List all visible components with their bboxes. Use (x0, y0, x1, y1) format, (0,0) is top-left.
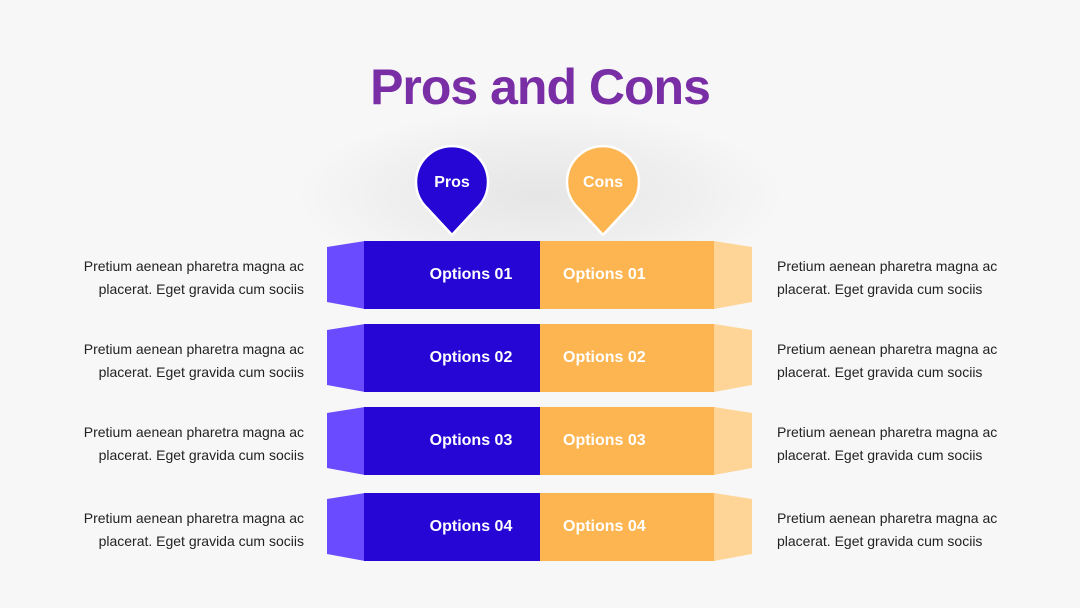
cons-description: Pretium aenean pharetra magna ac placera… (777, 510, 998, 549)
cons-label: Cons (583, 174, 623, 191)
cons-pin-icon (565, 144, 641, 236)
cons-option-block: Options 02 (540, 324, 715, 392)
cons-description: Pretium aenean pharetra magna ac placera… (777, 258, 998, 297)
cons-marker: Cons (557, 144, 649, 236)
pros-option-block: Options 02 (364, 324, 540, 392)
cons-option-block: Options 04 (540, 493, 715, 561)
pros-option-block: Options 04 (364, 493, 540, 561)
option-row-4: Pretium aenean pharetra magna ac placera… (0, 493, 1080, 561)
cons-side-face (714, 324, 752, 392)
pros-description: Pretium aenean pharetra magna ac placera… (83, 424, 304, 463)
pros-description: Pretium aenean pharetra magna ac placera… (83, 510, 304, 549)
cons-side-face (714, 493, 752, 561)
page-title: Pros and Cons (370, 59, 711, 115)
pros-side-face (327, 493, 365, 561)
cons-option-block: Options 03 (540, 407, 715, 475)
pros-label: Pros (434, 174, 470, 191)
cons-side-face (714, 241, 752, 309)
cons-description: Pretium aenean pharetra magna ac placera… (777, 341, 998, 380)
option-row-3: Pretium aenean pharetra magna ac placera… (0, 407, 1080, 475)
pros-pin-icon (414, 144, 490, 236)
option-row-1: Pretium aenean pharetra magna ac placera… (0, 241, 1080, 309)
cons-description: Pretium aenean pharetra magna ac placera… (777, 424, 998, 463)
pros-marker: Pros (406, 144, 498, 236)
pros-description: Pretium aenean pharetra magna ac placera… (83, 258, 304, 297)
pros-side-face (327, 324, 365, 392)
option-row-2: Pretium aenean pharetra magna ac placera… (0, 324, 1080, 392)
pros-side-face (327, 241, 365, 309)
pros-description: Pretium aenean pharetra magna ac placera… (83, 341, 304, 380)
pros-option-block: Options 03 (364, 407, 540, 475)
pros-option-block: Options 01 (364, 241, 540, 309)
pros-side-face (327, 407, 365, 475)
cons-option-block: Options 01 (540, 241, 715, 309)
cons-side-face (714, 407, 752, 475)
